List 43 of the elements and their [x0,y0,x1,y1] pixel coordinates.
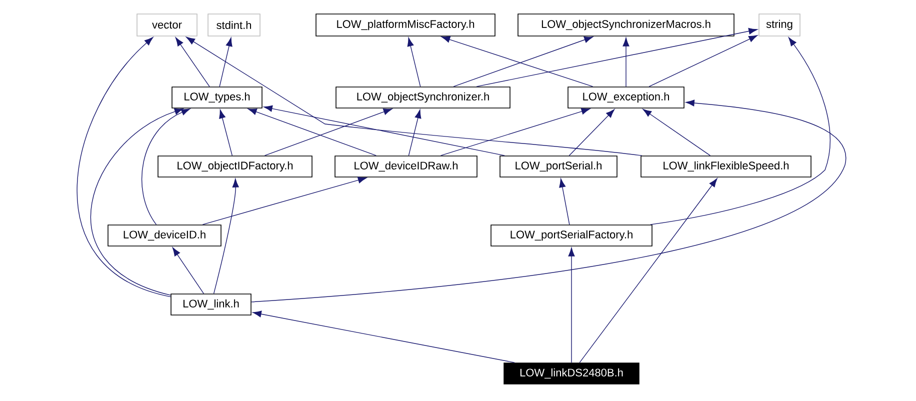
arrow [172,247,204,294]
header-box: LOW_objectSynchronizer.h [336,86,510,108]
arrow [90,108,184,296]
arrow [252,310,515,363]
arrow [251,100,846,302]
arrow [186,36,642,156]
header-box: LOW_linkDS2480B.h [504,362,640,384]
arrow [264,105,505,156]
header-box: LOW_objectSynchronizerMacros.h [518,14,734,36]
arrow [202,176,367,225]
header-box: vector [136,14,198,36]
arrow [264,108,392,156]
header-box: LOW_types.h [172,86,262,108]
header-box: LOW_link.h [170,294,252,316]
arrow [440,108,590,156]
arrow [76,37,171,298]
header-box: stdint.h [208,14,260,36]
header-box: string [758,14,800,36]
arrow [642,108,711,156]
header-box: LOW_deviceID.h [108,224,222,246]
header-box: LOW_platformMiscFactory.h [316,14,496,36]
arrow [622,38,630,87]
arrow [648,35,758,87]
arrow [213,178,239,294]
arrow [407,38,421,87]
arrow [559,178,570,225]
header-box: LOW_objectIDFactory.h [158,156,312,178]
header-box: LOW_portSerialFactory.h [490,224,652,246]
arrow [650,37,830,225]
arrow [579,178,718,363]
arrow [408,110,422,156]
arrow [142,108,190,225]
header-box: LOW_exception.h [568,86,684,108]
arrow [568,109,615,156]
arrow [568,248,575,363]
header-box: LOW_deviceIDRaw.h [334,156,478,178]
arrow [175,37,210,87]
arrow [219,110,233,156]
arrow [476,28,758,87]
header-box: LOW_linkFlexibleSpeed.h [640,156,812,178]
header-box: LOW_portSerial.h [500,156,618,178]
arrow [248,108,377,156]
arrow [219,38,232,87]
